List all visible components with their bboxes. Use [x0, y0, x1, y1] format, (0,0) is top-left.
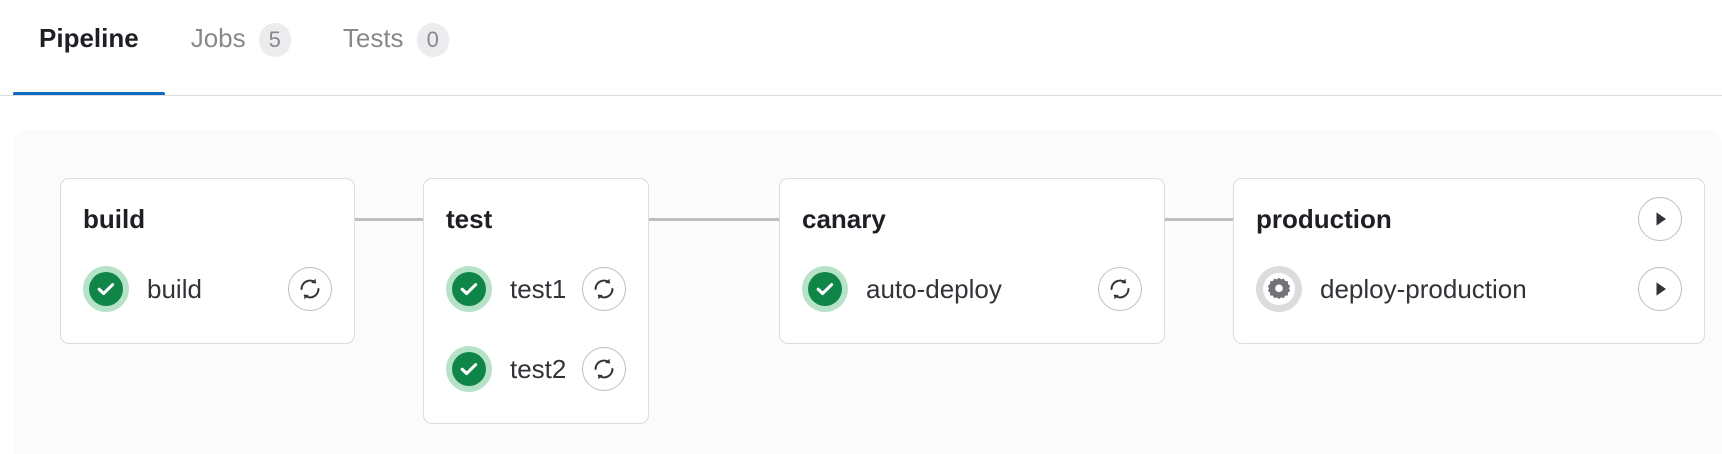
job-name-test1: test1	[510, 273, 567, 304]
pipeline-graph-panel: build build	[13, 130, 1722, 454]
job-row-build[interactable]: build	[83, 257, 332, 321]
connector-test-canary	[649, 218, 779, 221]
stage-name-test: test	[446, 203, 493, 234]
job-name-auto-deploy: auto-deploy	[866, 273, 1002, 304]
play-icon[interactable]	[1638, 197, 1682, 241]
stage-name-build: build	[83, 203, 146, 234]
job-name-test2: test2	[510, 353, 567, 384]
stage-name-production: production	[1256, 203, 1392, 234]
job-info-test1: test1	[446, 266, 566, 312]
retry-icon[interactable]	[582, 267, 626, 311]
job-info-build: build	[83, 266, 202, 312]
tab-tests-label: Tests	[342, 23, 404, 53]
check-icon	[452, 272, 486, 306]
check-icon	[808, 272, 842, 306]
job-row-test2[interactable]: test2	[446, 337, 626, 401]
stage-card-build: build build	[60, 178, 355, 344]
stage-name-canary: canary	[802, 203, 886, 234]
stage-column-production: production	[1233, 178, 1705, 344]
stage-card-test: test test1	[423, 178, 649, 424]
stage-column-build: build build	[60, 178, 355, 344]
tab-pipeline-label: Pipeline	[39, 23, 139, 53]
status-success-icon	[446, 266, 492, 312]
stage-header-test: test	[446, 197, 626, 241]
tab-pipeline[interactable]: Pipeline	[13, 0, 165, 95]
job-info-test2: test2	[446, 346, 566, 392]
stage-column-test: test test1	[423, 178, 649, 424]
tab-tests[interactable]: Tests 0	[317, 0, 475, 95]
tab-jobs-label: Jobs	[190, 23, 246, 53]
job-list-canary: auto-deploy	[802, 257, 1142, 321]
stage-column-canary: canary auto-deploy	[779, 178, 1165, 344]
gear-icon	[1263, 273, 1295, 305]
connector-build-test	[355, 218, 423, 221]
stage-header-canary: canary	[802, 197, 1142, 241]
status-success-icon	[446, 346, 492, 392]
play-icon[interactable]	[1638, 267, 1682, 311]
job-list-build: build	[83, 257, 332, 321]
job-list-test: test1	[446, 257, 626, 401]
stage-header-production: production	[1256, 197, 1682, 241]
retry-icon[interactable]	[288, 267, 332, 311]
status-success-icon	[802, 266, 848, 312]
stage-card-canary: canary auto-deploy	[779, 178, 1165, 344]
job-row-test1[interactable]: test1	[446, 257, 626, 321]
status-manual-icon	[1256, 266, 1302, 312]
job-name-build: build	[147, 273, 202, 304]
job-name-deploy-production: deploy-production	[1320, 273, 1527, 304]
check-icon	[89, 272, 123, 306]
tab-tests-badge: 0	[416, 23, 449, 57]
tab-active-underline	[13, 92, 165, 95]
status-success-icon	[83, 266, 129, 312]
job-row-auto-deploy[interactable]: auto-deploy	[802, 257, 1142, 321]
job-info-deploy-production: deploy-production	[1256, 266, 1527, 312]
retry-icon[interactable]	[1098, 267, 1142, 311]
connector-canary-production	[1165, 218, 1233, 221]
tab-jobs-badge: 5	[258, 23, 291, 57]
check-icon	[452, 352, 486, 386]
pipeline-graph: build build	[13, 130, 1722, 454]
stage-card-production: production	[1233, 178, 1705, 344]
retry-icon[interactable]	[582, 347, 626, 391]
stage-header-build: build	[83, 197, 332, 241]
job-info-auto-deploy: auto-deploy	[802, 266, 1002, 312]
job-row-deploy-production[interactable]: deploy-production	[1256, 257, 1682, 321]
pipeline-tab-bar: Pipeline Jobs 5 Tests 0	[0, 0, 1722, 96]
tab-jobs[interactable]: Jobs 5	[165, 0, 317, 95]
job-list-production: deploy-production	[1256, 257, 1682, 321]
